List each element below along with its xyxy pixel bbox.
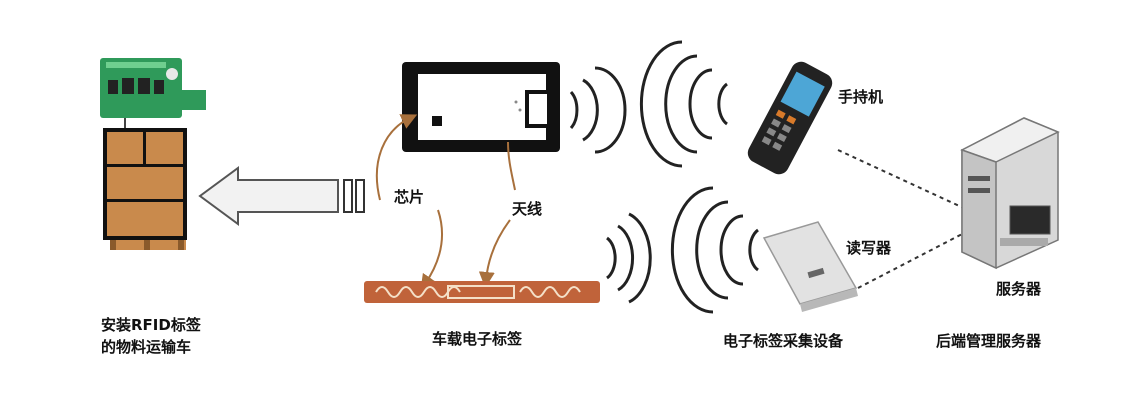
cart-label-line1: 安装RFID标签 — [101, 316, 201, 334]
chip-label: 芯片 — [394, 188, 425, 206]
handheld-terminal-icon — [747, 61, 833, 175]
cart-label-line2: 的物料运输车 — [101, 338, 192, 356]
rfid-module-icon — [100, 58, 206, 128]
handheld-label: 手持机 — [838, 88, 884, 106]
server-icon — [960, 117, 1060, 270]
reader-label: 读写器 — [846, 239, 892, 257]
vehicle-tag-waves — [606, 212, 652, 304]
vehicle-tag-label: 车载电子标签 — [432, 330, 523, 348]
reader-device-icon — [762, 221, 858, 312]
backend-server-label: 后端管理服务器 — [936, 332, 1042, 350]
vehicle-tag-icon — [364, 281, 600, 303]
arrow-icon — [198, 166, 365, 226]
cart-icon — [103, 128, 187, 250]
reader-waves — [670, 186, 759, 314]
collection-device-label: 电子标签采集设备 — [723, 332, 844, 350]
server-label: 服务器 — [996, 280, 1042, 298]
cart-label: 安装RFID标签 的物料运输车 — [101, 314, 201, 358]
antenna-label: 天线 — [512, 200, 543, 218]
handheld-waves — [639, 40, 728, 168]
tag-card-waves — [569, 66, 627, 154]
connection-lines — [837, 149, 969, 289]
leader-lines — [375, 114, 516, 291]
tag-card-icon — [402, 62, 560, 152]
